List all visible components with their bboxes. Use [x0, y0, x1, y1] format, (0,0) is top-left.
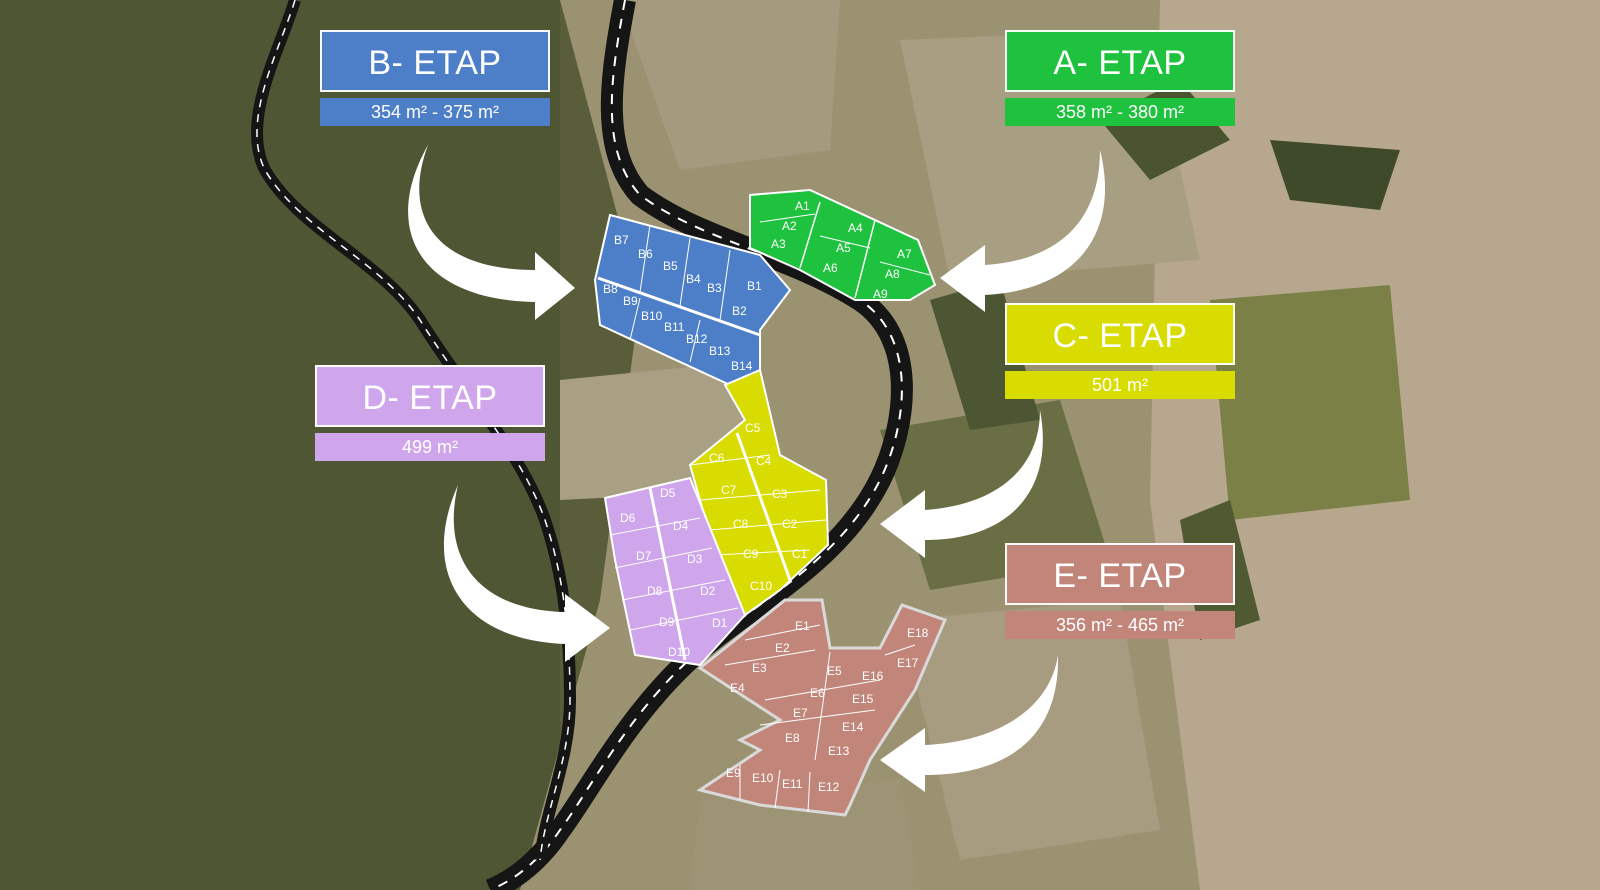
stage-d-lot-labels: D1 D2 D3 D4 D5 D6 D7 D8 D9 D10 [620, 486, 728, 659]
lot-label-c4: C4 [756, 454, 772, 468]
stage-a-card: A- ETAP 358 m² - 380 m² [1005, 30, 1235, 126]
lot-label-e15: E15 [852, 692, 874, 706]
lot-label-a6: A6 [823, 261, 838, 275]
lot-label-c6: C6 [709, 451, 725, 465]
lot-label-d1: D1 [712, 616, 728, 630]
lot-label-d7: D7 [636, 549, 652, 563]
stage-e-area: 356 m² - 465 m² [1005, 611, 1235, 639]
stage-e-parcels [696, 598, 948, 817]
lot-label-a9: A9 [873, 287, 888, 301]
lot-label-e4: E4 [730, 681, 745, 695]
stage-c-lot-labels: C1 C2 C3 C4 C5 C6 C7 C8 C9 C10 [709, 421, 808, 593]
lot-label-b12: B12 [686, 332, 708, 346]
stage-b-card: B- ETAP 354 m² - 375 m² [320, 30, 550, 126]
lot-label-b11: B11 [664, 320, 685, 334]
lot-label-e3: E3 [752, 661, 767, 675]
lot-label-d4: D4 [673, 519, 689, 533]
stage-c-parcels [688, 368, 830, 617]
lot-label-b9: B9 [623, 294, 638, 308]
lot-label-e16: E16 [862, 669, 884, 683]
lot-label-b10: B10 [641, 309, 663, 323]
lot-label-c10: C10 [750, 579, 772, 593]
stage-e-title: E- ETAP [1005, 543, 1235, 605]
lot-label-e13: E13 [828, 744, 850, 758]
lot-label-b8: B8 [603, 282, 618, 296]
arrow-e [880, 655, 1059, 792]
lot-label-a3: A3 [771, 237, 786, 251]
lot-label-a2: A2 [782, 219, 797, 233]
stage-c-area: 501 m² [1005, 371, 1235, 399]
lot-label-b14: B14 [731, 359, 753, 373]
lot-label-a5: A5 [836, 241, 851, 255]
lot-label-c3: C3 [772, 487, 788, 501]
lot-label-e9: E9 [726, 766, 741, 780]
lot-label-c8: C8 [733, 517, 749, 531]
arrow-b [408, 145, 575, 320]
lot-label-e2: E2 [775, 641, 790, 655]
stage-d-card: D- ETAP 499 m² [315, 365, 545, 461]
lot-label-d3: D3 [687, 552, 703, 566]
lot-label-e14: E14 [842, 720, 864, 734]
stage-b-title: B- ETAP [320, 30, 550, 92]
stage-e-card: E- ETAP 356 m² - 465 m² [1005, 543, 1235, 639]
stage-e-lot-labels: E1 E2 E3 E4 E5 E6 E7 E8 E9 E10 E11 E12 E… [726, 619, 929, 794]
lot-label-b4: B4 [686, 272, 701, 286]
stage-b-lot-labels: B1 B2 B3 B4 B5 B6 B7 B8 B9 B10 B11 B12 B… [603, 233, 762, 373]
lot-label-a1: A1 [795, 199, 810, 213]
lot-label-e5: E5 [827, 664, 842, 678]
road-main [485, 0, 913, 890]
stage-a-parcels [749, 188, 937, 301]
lot-label-d6: D6 [620, 511, 636, 525]
lot-label-d9: D9 [659, 615, 675, 629]
lot-label-e11: E11 [782, 777, 803, 791]
stage-d-parcels [603, 476, 747, 667]
arrow-c [880, 410, 1043, 558]
lot-label-b5: B5 [663, 259, 678, 273]
lot-label-c7: C7 [721, 483, 737, 497]
lot-label-e10: E10 [752, 771, 774, 785]
lot-label-d2: D2 [700, 584, 716, 598]
stage-d-title: D- ETAP [315, 365, 545, 427]
lot-label-c2: C2 [782, 517, 798, 531]
lot-label-d8: D8 [647, 584, 663, 598]
lot-label-e1: E1 [795, 619, 810, 633]
lot-label-b2: B2 [732, 304, 747, 318]
lot-label-e6: E6 [810, 686, 825, 700]
lot-label-c5: C5 [745, 421, 761, 435]
stage-b-area: 354 m² - 375 m² [320, 98, 550, 126]
arrow-a [940, 150, 1106, 312]
stage-d-area: 499 m² [315, 433, 545, 461]
lot-label-e8: E8 [785, 731, 800, 745]
arrow-d [443, 485, 610, 662]
stage-a-title: A- ETAP [1005, 30, 1235, 92]
lot-label-b6: B6 [638, 247, 653, 261]
lot-label-d5: D5 [660, 486, 676, 500]
lot-label-e12: E12 [818, 780, 840, 794]
lot-label-e7: E7 [793, 706, 808, 720]
stage-a-lot-labels: A1 A2 A3 A4 A5 A6 A7 A8 A9 [771, 199, 912, 301]
lot-label-b1: B1 [747, 279, 762, 293]
lot-label-b7: B7 [614, 233, 629, 247]
lot-label-e18: E18 [907, 626, 929, 640]
lot-label-d10: D10 [668, 645, 690, 659]
lot-label-e17: E17 [897, 656, 919, 670]
lot-label-c9: C9 [743, 547, 759, 561]
lot-label-b13: B13 [709, 344, 731, 358]
stage-c-title: C- ETAP [1005, 303, 1235, 365]
stage-c-card: C- ETAP 501 m² [1005, 303, 1235, 399]
lot-label-a4: A4 [848, 221, 863, 235]
lot-label-a8: A8 [885, 267, 900, 281]
stage-a-area: 358 m² - 380 m² [1005, 98, 1235, 126]
lot-label-b3: B3 [707, 281, 722, 295]
lot-label-c1: C1 [792, 547, 808, 561]
lot-label-a7: A7 [897, 247, 912, 261]
